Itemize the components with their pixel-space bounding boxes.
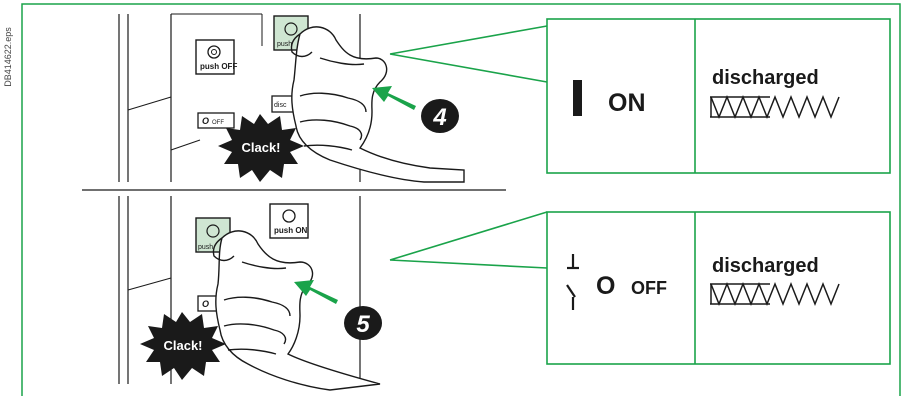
off-indicator (197, 112, 235, 129)
step-4-number: 4 (432, 104, 446, 131)
clack-burst-5 (140, 312, 226, 380)
step-5-number: 5 (356, 311, 370, 338)
discharged-spring-icon (710, 94, 840, 120)
svg-text:OFF: OFF (212, 120, 224, 126)
step-5-badge (344, 306, 382, 340)
svg-text:push ON: push ON (274, 226, 308, 235)
off-label: OFF (631, 278, 667, 298)
svg-text:push: push (198, 244, 213, 251)
hand-illustration-4 (290, 26, 465, 183)
callout-lines-4 (389, 25, 548, 83)
on-label: ON (608, 89, 646, 117)
push-arrow-4 (372, 86, 416, 110)
svg-text:O: O (202, 116, 209, 126)
svg-text:push: push (277, 41, 292, 48)
step-4-badge (421, 99, 459, 133)
svg-text:O: O (202, 299, 209, 309)
on-symbol-bar (573, 80, 582, 116)
spring-label-5: discharged (712, 255, 819, 277)
figure-reference: DB414622.eps (0, 0, 16, 120)
step-4-panel-drawing: push OFF push O OFF disc (118, 13, 361, 182)
discharged-spring-icon (710, 281, 840, 307)
status-box-5 (546, 211, 891, 365)
svg-text:disc: disc (274, 102, 287, 109)
spring-label-4: discharged (712, 67, 819, 89)
open-switch-icon (566, 254, 579, 310)
off-symbol: O (596, 272, 615, 300)
svg-text:push OFF: push OFF (200, 62, 237, 71)
callout-lines-5 (389, 211, 548, 269)
clack-burst-4 (218, 114, 304, 182)
push-arrow-5 (294, 280, 338, 304)
clack-text-4: Clack! (241, 140, 280, 155)
hand-illustration-5 (212, 230, 381, 391)
clack-text-5: Clack! (163, 338, 202, 353)
status-box-4 (546, 18, 891, 174)
step-5-panel-drawing: push push ON O (118, 196, 361, 384)
outer-frame (21, 3, 901, 396)
figure-reference-text: DB414622.eps (3, 27, 13, 87)
